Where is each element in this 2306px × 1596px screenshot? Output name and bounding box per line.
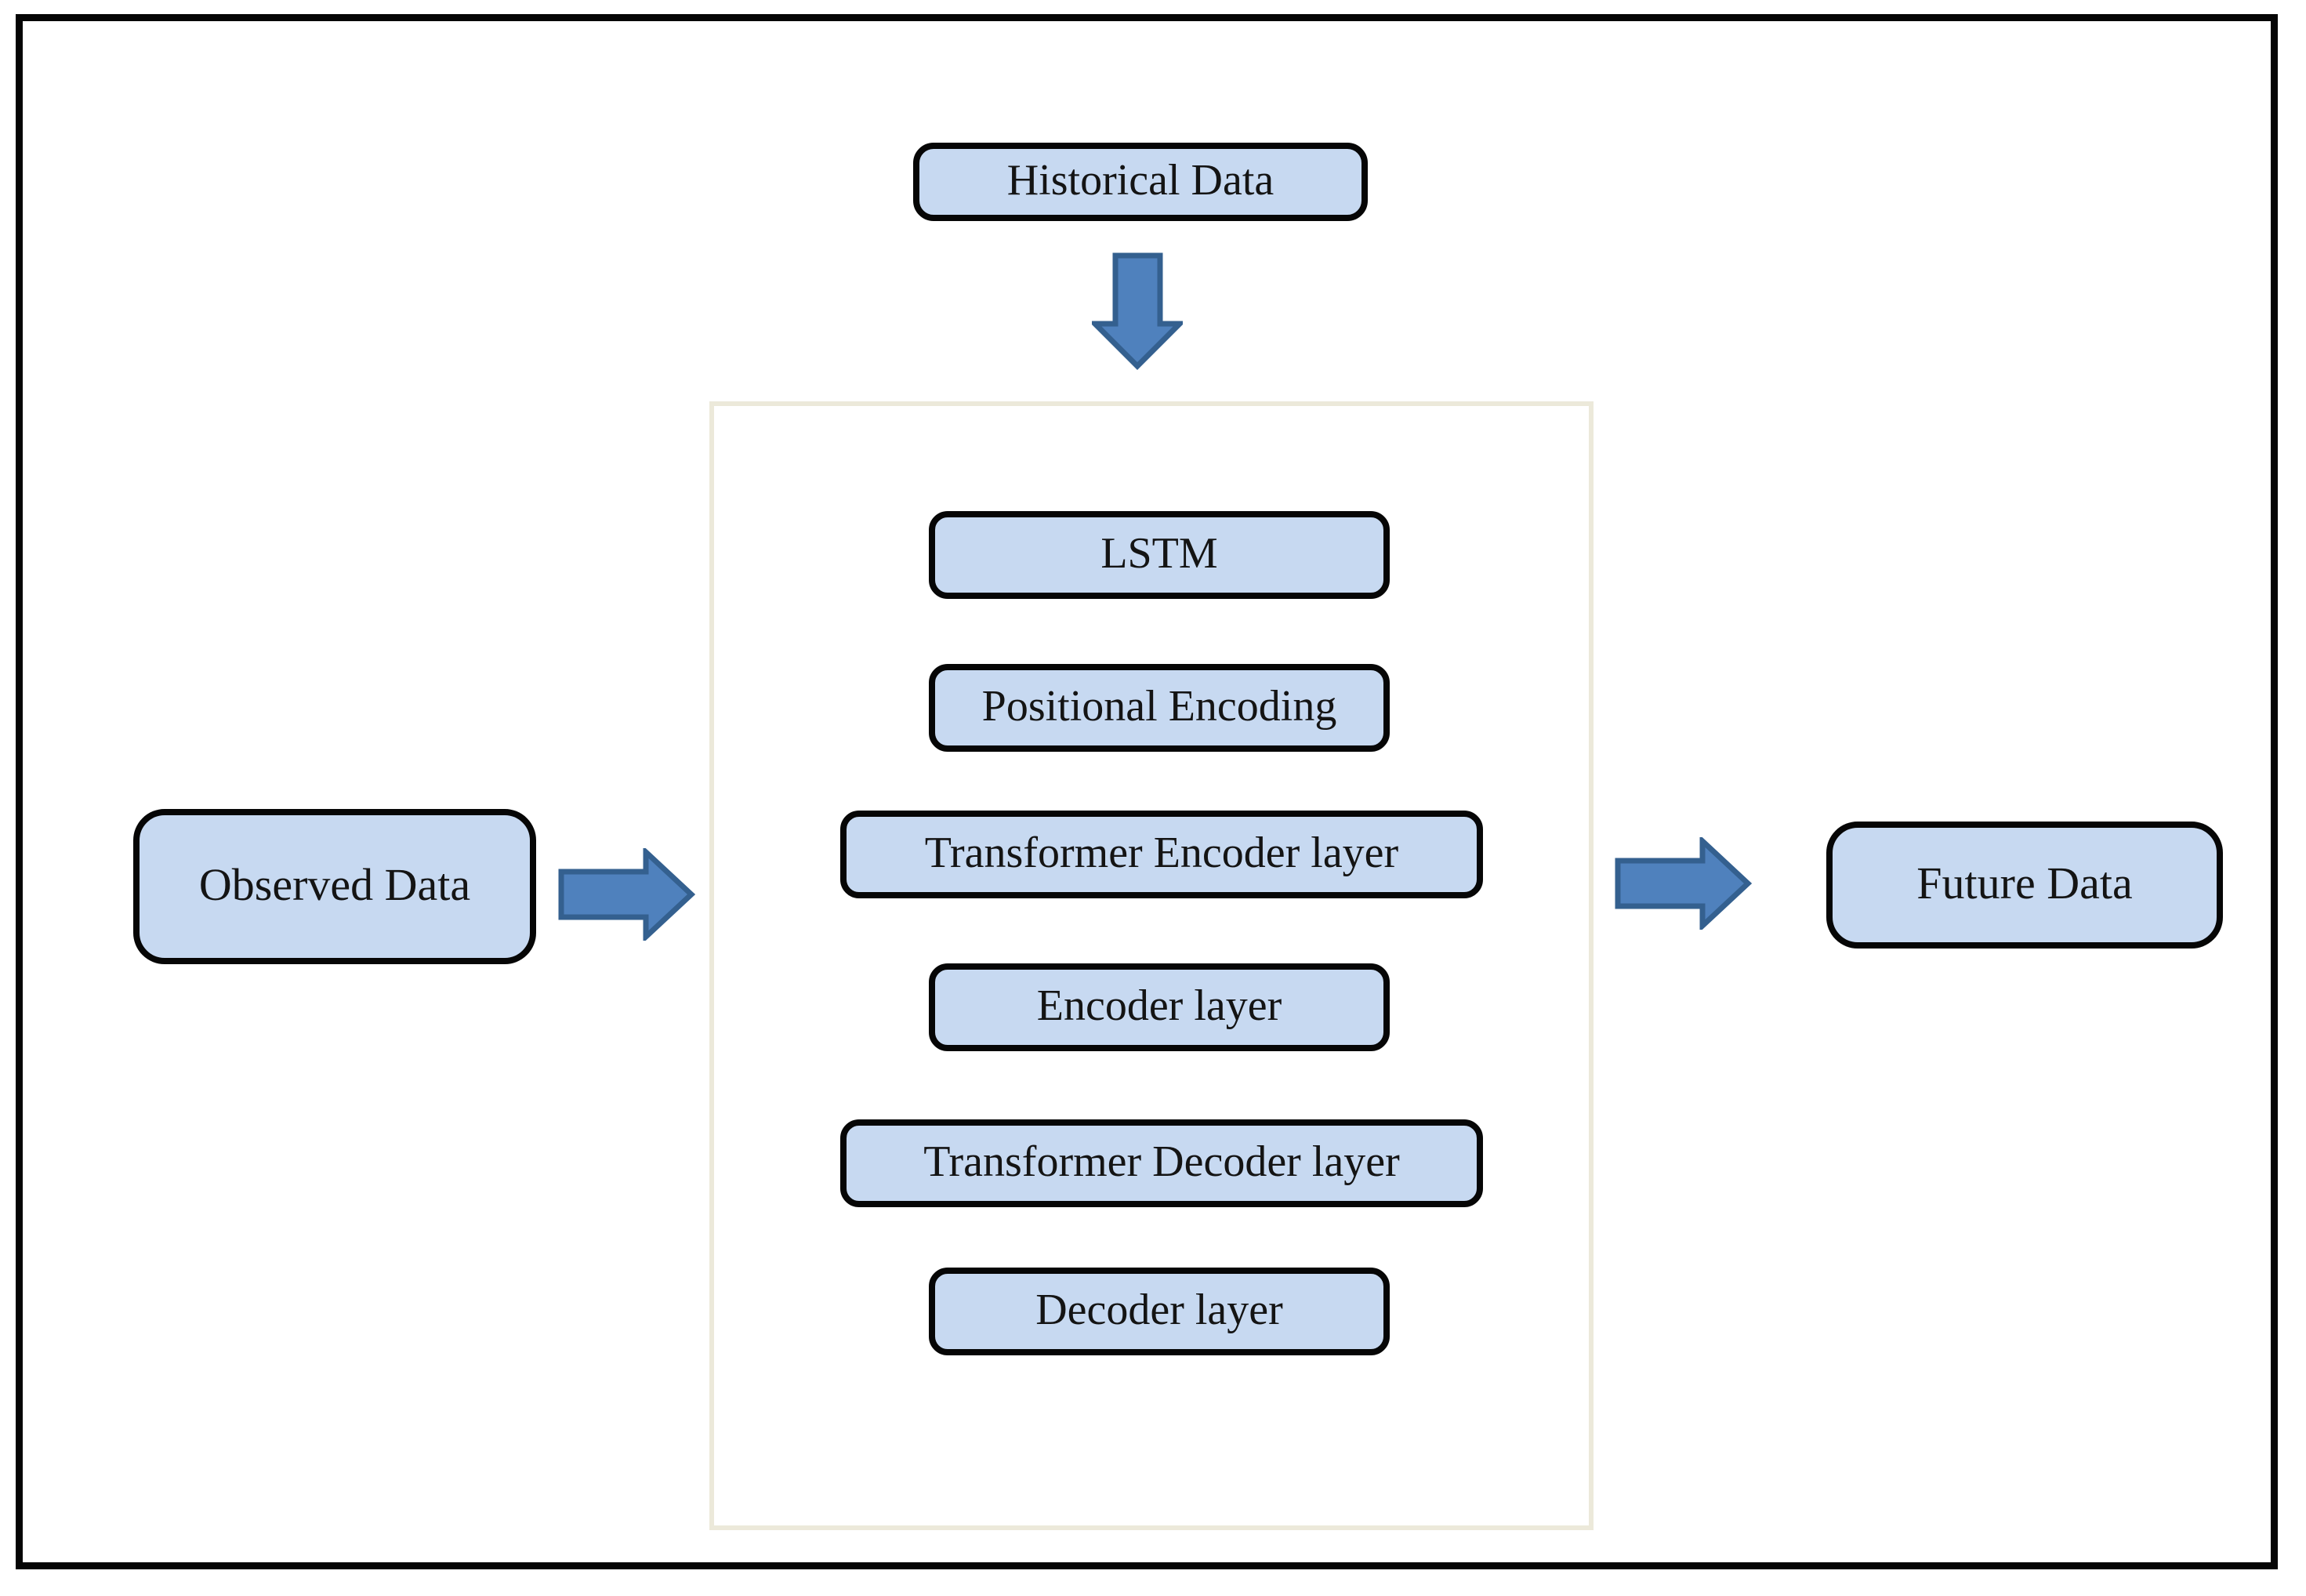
positional-encoding-box: Positional Encoding [929,664,1390,752]
transformer-decoder-layer-box: Transformer Decoder layer [840,1119,1483,1207]
lstm-label: LSTM [1100,529,1218,578]
down-arrow-icon [1092,252,1183,370]
decoder-layer-box: Decoder layer [929,1268,1390,1355]
observed-data-box: Observed Data [133,809,536,964]
observed-data-label: Observed Data [198,859,471,910]
transformer-decoder-layer-label: Transformer Decoder layer [923,1137,1400,1186]
encoder-layer-box: Encoder layer [929,963,1390,1051]
transformer-encoder-layer-label: Transformer Encoder layer [924,829,1399,877]
historical-data-box: Historical Data [913,143,1368,221]
historical-data-label: Historical Data [1006,156,1274,205]
transformer-encoder-layer-box: Transformer Encoder layer [840,811,1483,898]
observed-to-model-arrow-icon [558,848,695,941]
encoder-layer-label: Encoder layer [1036,981,1282,1030]
outer-frame [16,14,2278,1569]
lstm-box: LSTM [929,511,1390,599]
decoder-layer-label: Decoder layer [1035,1286,1283,1334]
future-data-box: Future Data [1826,822,2223,949]
model-to-future-arrow-icon [1615,837,1752,930]
positional-encoding-label: Positional Encoding [981,682,1337,731]
future-data-label: Future Data [1916,858,2133,909]
